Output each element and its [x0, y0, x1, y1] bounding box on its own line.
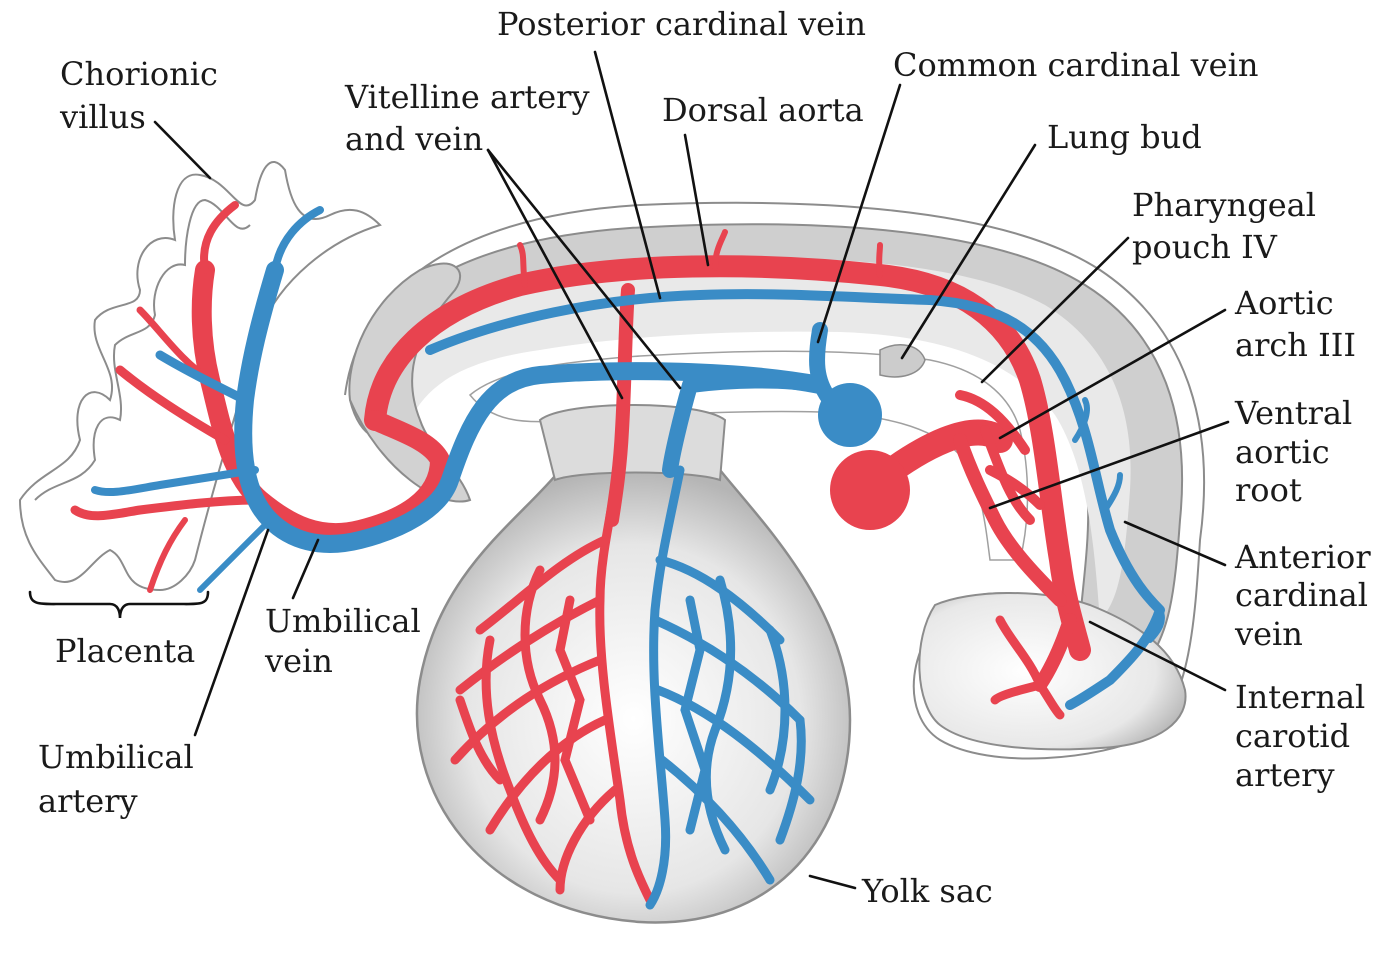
- placenta-inner-outline: [34, 198, 251, 501]
- label-aortic-arch: Aortic arch III: [1234, 284, 1356, 364]
- label-line: and vein: [345, 120, 483, 158]
- yolk-sac: [415, 468, 852, 924]
- label-yolk-sac: Yolk sac: [861, 872, 993, 910]
- placental-vein-branch-3: [91, 466, 259, 497]
- heart-ventricle: [830, 450, 910, 530]
- label-line: vein: [1234, 615, 1303, 653]
- label-dorsal-aorta: Dorsal aorta: [662, 91, 864, 129]
- leader-umbilical-artery: [193, 528, 270, 737]
- label-line: vein: [264, 642, 333, 680]
- label-lung-bud: Lung bud: [1047, 118, 1202, 156]
- anterior-cardinal-branch-3: [1147, 607, 1165, 643]
- label-line: aortic: [1235, 433, 1330, 471]
- placental-vein-branch-1: [155, 350, 250, 405]
- aortic-arch-2: [985, 465, 1045, 510]
- label-line: Chorionic: [60, 55, 218, 93]
- placental-vein-branch-2: [271, 206, 324, 274]
- yolk-venous-plexus: [645, 465, 815, 910]
- yolk-plexus: [450, 455, 815, 910]
- label-line: artery: [38, 782, 138, 820]
- label-line: root: [1235, 471, 1302, 509]
- dorsal-aorta: [364, 255, 1091, 661]
- placenta-outline: [18, 161, 382, 592]
- leader-lung-bud: [900, 143, 1037, 360]
- placental-artery-branch-3: [200, 201, 239, 274]
- leader-posterior-cardinal-vein: [593, 50, 662, 300]
- label-placenta: Placenta: [55, 632, 195, 670]
- label-line: pouch IV: [1132, 228, 1278, 266]
- leader-ventral-aortic-root: [988, 420, 1230, 510]
- label-line: Pharyngeal: [1132, 186, 1316, 224]
- arterial-system: [70, 201, 1091, 720]
- venous-system: [91, 206, 1165, 710]
- leader-internal-carotid-artery: [1088, 620, 1227, 692]
- placental-vein-branch-4: [197, 517, 273, 593]
- embryo-outer-outline: [344, 201, 1206, 760]
- embryo-body-inner: [390, 257, 1131, 620]
- labels: Chorionic villus Placenta Umbilical vein…: [38, 5, 1378, 910]
- label-line: Internal: [1235, 678, 1365, 716]
- label-line: artery: [1235, 756, 1335, 794]
- vitelline-artery: [605, 283, 635, 527]
- leader-aortic-arch: [998, 308, 1227, 440]
- label-line: Vitelline artery: [344, 78, 590, 116]
- leader-vitelline-vein: [486, 148, 682, 390]
- aortic-arch-4: [955, 390, 1030, 455]
- label-line: Umbilical: [38, 738, 194, 776]
- umbilical-artery: [191, 260, 450, 544]
- label-line: arch III: [1235, 326, 1356, 364]
- placental-artery-branch-2: [115, 365, 230, 445]
- posterior-cardinal-vein: [425, 289, 935, 355]
- label-umbilical-vein: Umbilical vein: [264, 602, 431, 680]
- leader-common-cardinal-vein: [816, 83, 902, 344]
- leader-placenta-brace: [28, 590, 210, 619]
- label-pharyngeal-pouch: Pharyngeal pouch IV: [1132, 186, 1326, 266]
- leader-pharyngeal-pouch: [980, 236, 1130, 384]
- anterior-cardinal-branch-1: [1072, 397, 1090, 443]
- label-line: Anterior: [1234, 538, 1371, 576]
- lung-bud: [879, 344, 926, 378]
- leader-chorionic-villus: [153, 120, 212, 180]
- yolk-arterial-plexus: [450, 455, 655, 905]
- leader-vitelline-artery: [486, 148, 624, 400]
- sinus-venosus: [818, 383, 882, 447]
- leader-anterior-cardinal-vein: [1123, 520, 1227, 567]
- placental-artery-branch-1: [70, 495, 265, 521]
- label-posterior-cardinal-vein: Posterior cardinal vein: [497, 5, 866, 43]
- aorta-branch-3: [876, 242, 883, 278]
- label-line: carotid: [1235, 717, 1350, 755]
- label-chorionic-villus: Chorionic villus: [59, 55, 228, 136]
- leader-lines: [28, 50, 1230, 890]
- label-line: Aortic: [1234, 284, 1334, 322]
- yolk-stalk: [538, 404, 727, 482]
- leader-yolk-sac: [808, 874, 857, 890]
- aorta-branch-2: [712, 229, 728, 271]
- anterior-cardinal-vein: [925, 295, 1165, 710]
- carotid-plexus: [990, 615, 1065, 720]
- label-anterior-cardinal-vein: Anterior cardinal vein: [1234, 538, 1378, 653]
- placental-artery-branch-5: [147, 517, 188, 593]
- label-line: cardinal: [1235, 576, 1368, 614]
- anterior-cardinal-branch-2: [1102, 472, 1123, 513]
- leader-umbilical-vein: [291, 538, 320, 600]
- label-line: villus: [59, 98, 146, 136]
- label-internal-carotid-artery: Internal carotid artery: [1235, 678, 1375, 794]
- label-line: Ventral: [1234, 394, 1352, 432]
- label-ventral-aortic-root: Ventral aortic root: [1234, 394, 1362, 509]
- aorta-branch-1: [517, 242, 528, 288]
- label-vitelline: Vitelline artery and vein: [344, 78, 600, 158]
- label-common-cardinal-vein: Common cardinal vein: [893, 46, 1258, 84]
- label-umbilical-artery: Umbilical artery: [38, 738, 204, 820]
- label-line: Umbilical: [265, 602, 421, 640]
- leader-dorsal-aorta: [683, 133, 710, 267]
- ventral-aortic-root: [953, 433, 1067, 607]
